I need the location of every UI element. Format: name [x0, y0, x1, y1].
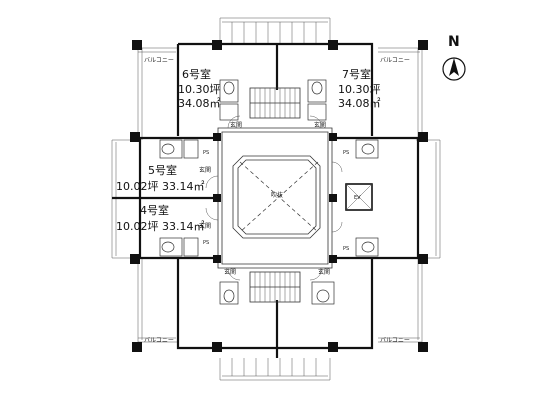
stairs-top: [249, 87, 301, 119]
room-6-tsubo: 10.30坪: [178, 83, 221, 96]
room-5-label: 5号室 10.02坪 33.14㎡: [116, 163, 204, 193]
ps-label-4: PS: [343, 246, 349, 252]
room-5-area: 10.02坪 33.14㎡: [116, 180, 204, 193]
room-5-name: 5号室: [148, 163, 177, 177]
elevator-shaft: [345, 183, 373, 211]
north-arrow-icon: [449, 58, 459, 76]
room-7-name: 7号室: [342, 67, 371, 81]
stairs-bottom: [249, 271, 301, 303]
room-4-name: 4号室: [140, 203, 169, 217]
entrance-label-room5: 玄関: [199, 166, 211, 174]
ps-labels: PS PS PS PS: [203, 150, 349, 252]
room-6-sqm: 34.08㎡: [178, 97, 221, 110]
north-label: N: [448, 34, 460, 50]
entrance-label-room6: 玄関: [230, 121, 242, 129]
entrance-labels: 玄関 玄関 玄関 玄関 玄関 玄関: [199, 121, 330, 276]
balcony-labels: バルコニー バルコニー バルコニー バルコニー: [144, 57, 410, 344]
ps-label-1: PS: [203, 150, 209, 156]
sanitary-fixtures: [159, 79, 379, 305]
elevator-label: EV: [354, 195, 361, 201]
entrance-label-bottom-left: 玄関: [224, 268, 236, 276]
balcony-label-top-left: バルコニー: [144, 57, 174, 64]
north-arrow: N: [442, 34, 466, 81]
room-4-area: 10.02坪 33.14㎡: [116, 220, 204, 233]
room-7-label: 7号室 10.30坪 34.08㎡: [338, 67, 381, 110]
main-walls: [112, 42, 420, 358]
atrium-label: 吹抜: [271, 191, 283, 199]
room-4-label: 4号室 10.02坪 33.14㎡: [116, 203, 204, 233]
ps-label-3: PS: [343, 150, 349, 156]
entrance-label-room7: 玄関: [314, 121, 326, 129]
entrance-label-room4: 玄関: [199, 222, 211, 230]
room-7-sqm: 34.08㎡: [338, 97, 381, 110]
balcony-label-top-right: バルコニー: [380, 57, 410, 64]
atrium: [232, 155, 321, 239]
structural-columns: [130, 40, 428, 352]
door-swings: [205, 115, 343, 281]
balcony-label-bottom-right: バルコニー: [380, 337, 410, 344]
room-7-tsubo: 10.30坪: [338, 83, 381, 96]
room-6-label: 6号室 10.30坪 34.08㎡: [178, 67, 221, 110]
ps-label-2: PS: [203, 240, 209, 246]
balcony-label-bottom-left: バルコニー: [144, 337, 174, 344]
entrance-label-bottom-right: 玄関: [318, 268, 330, 276]
room-6-name: 6号室: [182, 67, 211, 81]
